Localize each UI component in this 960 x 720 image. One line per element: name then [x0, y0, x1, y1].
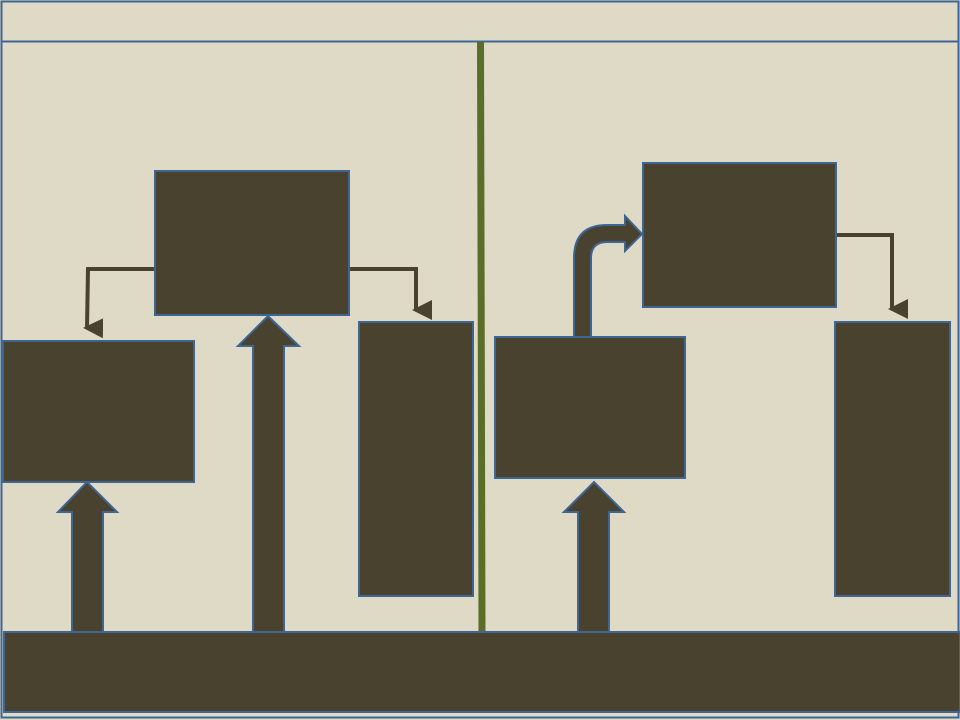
header-band: [0, 0, 960, 43]
connector-right-top-to-right-tall: [836, 233, 908, 319]
left-tall-box: [358, 321, 474, 597]
left-top-box: [154, 170, 350, 316]
block-arrow-up-left-top: [235, 314, 302, 634]
curved-block-arrow-right-mid-to-right-top: [573, 213, 644, 338]
right-tall-box: [834, 321, 951, 597]
right-top-box: [642, 162, 837, 308]
center-divider: [477, 41, 486, 634]
connector-left-top-to-left-mid: [83, 267, 155, 339]
connector-left-top-to-left-tall: [349, 267, 432, 320]
bottom-base-box: [3, 631, 960, 713]
left-mid-box: [2, 340, 195, 483]
block-arrow-up-left-mid: [55, 480, 120, 634]
right-mid-box: [494, 336, 686, 479]
block-arrow-up-right-mid: [561, 480, 627, 634]
